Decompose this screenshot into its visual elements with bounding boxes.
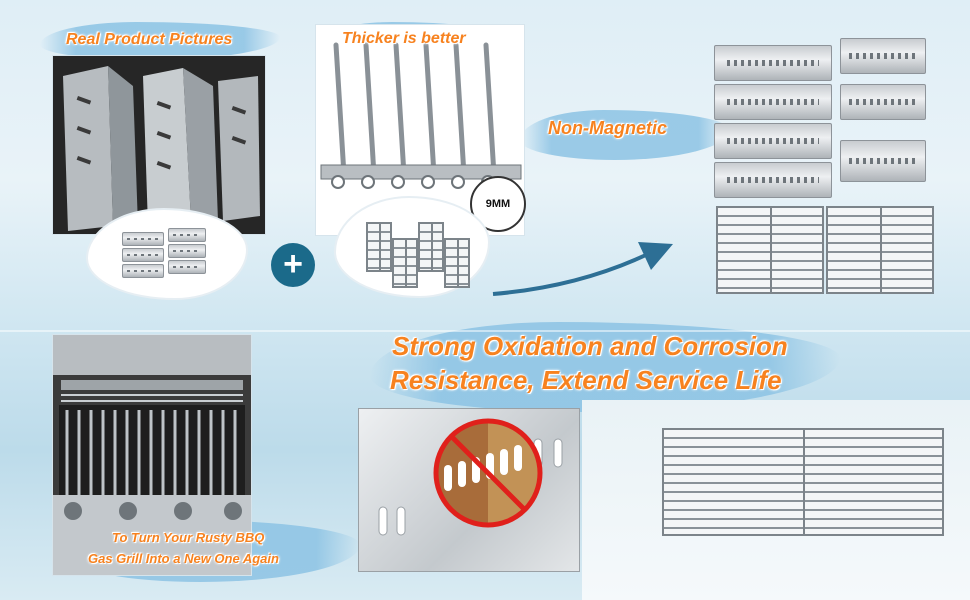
grate-thumb (418, 222, 444, 272)
non-magnetic-label: Non-Magnetic (548, 118, 667, 138)
plate-thumb (122, 232, 164, 246)
grate-thumb (444, 238, 470, 288)
section-divider (0, 330, 970, 332)
heat-plate (714, 162, 832, 198)
bottom-caption-line2: Gas Grill Into a New One Again (88, 551, 279, 566)
headline-line1: Strong Oxidation and Corrosion (392, 331, 788, 361)
cooking-grate-wet (662, 428, 944, 536)
prohibited-icon (433, 418, 543, 528)
thicker-label: Thicker is better (342, 30, 466, 47)
plate-thumb (168, 228, 206, 242)
heat-plate (714, 123, 832, 159)
heat-plate (714, 45, 832, 81)
heat-plate (714, 84, 832, 120)
bbq-grill-photo (52, 334, 252, 576)
product-photo-heat-plates (52, 55, 266, 235)
cloud-bubble-plates (88, 210, 246, 298)
cooking-grate (716, 206, 824, 294)
heat-plate (840, 38, 926, 74)
bottom-caption-line1: To Turn Your Rusty BBQ (112, 530, 265, 545)
plate-thumb (122, 264, 164, 278)
headline-line2: Resistance, Extend Service Life (390, 365, 782, 395)
curved-arrow-icon (492, 242, 673, 296)
plus-glyph: + (283, 245, 303, 283)
heat-plate (840, 84, 926, 120)
cooking-grate (826, 206, 934, 294)
plate-thumb (122, 248, 164, 262)
plate-thumb (168, 260, 206, 274)
grate-thumb (392, 238, 418, 288)
plus-circle-icon: + (271, 243, 315, 287)
real-product-label: Real Product Pictures (66, 31, 233, 48)
grate-thumb (366, 222, 392, 272)
plate-thumb (168, 244, 206, 258)
heat-plate (840, 140, 926, 182)
